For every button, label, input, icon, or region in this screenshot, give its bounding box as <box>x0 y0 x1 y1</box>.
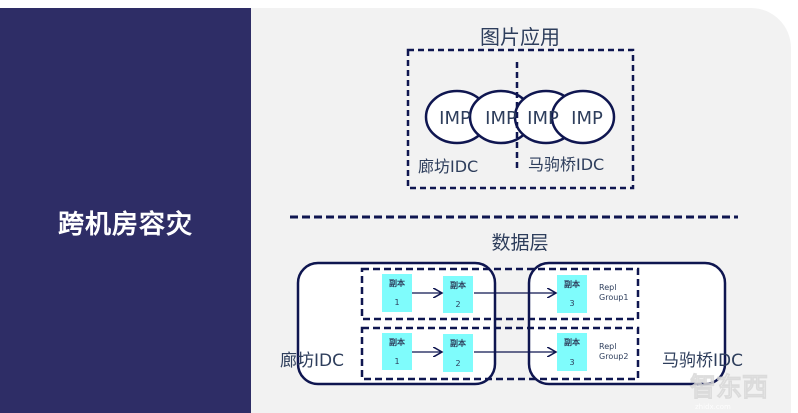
imp-node-label: IMP <box>439 108 471 129</box>
replica-box: 副本 2 <box>443 276 473 313</box>
svg-text:3: 3 <box>569 299 574 308</box>
svg-text:副本: 副本 <box>389 337 405 347</box>
svg-text:zhidx.com: zhidx.com <box>695 403 731 411</box>
left-panel: 跨机房容灾 <box>0 8 251 413</box>
slide-title: 跨机房容灾 <box>57 210 193 240</box>
imp-node-label: IMP <box>485 108 517 129</box>
group-name-line1: Repl <box>599 342 616 351</box>
svg-text:副本: 副本 <box>564 279 580 289</box>
svg-text:副本: 副本 <box>389 278 405 288</box>
replica-box: 副本 3 <box>557 275 587 313</box>
svg-text:副本: 副本 <box>564 337 580 347</box>
imp-node-label: IMP <box>527 108 559 129</box>
app-layer-box <box>406 48 635 190</box>
imp-node <box>550 89 616 145</box>
watermark-logo: 智东西 zhidx.com <box>690 372 769 411</box>
app-layer-title: 图片应用 <box>480 25 560 49</box>
replica-box: 副本 1 <box>382 333 412 370</box>
svg-text:1: 1 <box>394 357 399 366</box>
data-idc-right-label: 马驹桥IDC <box>662 351 743 371</box>
repl-group-box <box>360 326 640 381</box>
svg-text:1: 1 <box>394 298 399 307</box>
data-layer-title: 数据层 <box>491 232 548 254</box>
imp-node-label: IMP <box>571 108 603 129</box>
svg-text:3: 3 <box>569 358 574 367</box>
app-idc-right-label: 马驹桥IDC <box>528 155 604 174</box>
svg-text:2: 2 <box>455 300 460 309</box>
repl-group-box <box>360 267 640 321</box>
replica-box: 副本 3 <box>557 333 587 371</box>
data-idc-left-label: 廊坊IDC <box>280 351 344 371</box>
group-name-line1: Repl <box>599 283 616 292</box>
app-idc-left-label: 廊坊IDC <box>418 157 478 176</box>
replica-box: 副本 1 <box>382 274 412 312</box>
svg-text:2: 2 <box>455 359 460 368</box>
svg-text:副本: 副本 <box>450 338 466 348</box>
svg-text:智东西: 智东西 <box>690 372 768 403</box>
svg-text:副本: 副本 <box>450 280 466 290</box>
replica-box: 副本 2 <box>443 334 473 372</box>
group-name-line2: Group2 <box>599 352 628 361</box>
group-name-line2: Group1 <box>599 293 628 302</box>
